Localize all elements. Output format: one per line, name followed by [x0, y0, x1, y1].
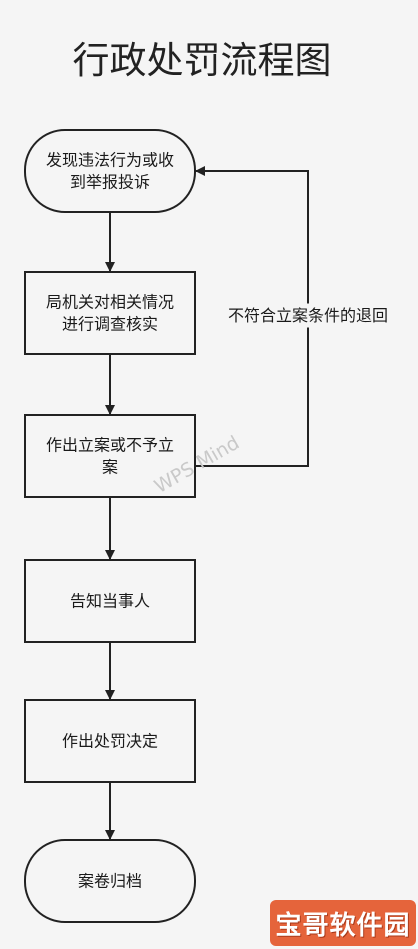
edges-layer: 不符合立案条件的退回	[105, 166, 391, 840]
flow-node-notify: 告知当事人	[24, 559, 196, 643]
flow-node-box	[24, 271, 196, 355]
flow-edge-label: 不符合立案条件的退回	[228, 306, 388, 325]
flow-node-box	[24, 699, 196, 783]
flow-node-label: 局机关对相关情况	[46, 293, 174, 312]
flow-node-label: 到举报投诉	[70, 173, 150, 192]
site-badge-text: 宝哥软件园	[275, 910, 411, 941]
flow-node-label: 进行调查核实	[62, 315, 158, 334]
flow-node-box	[24, 559, 196, 643]
flow-node-box	[24, 414, 196, 498]
flow-node-label: 作出处罚决定	[62, 732, 158, 751]
flow-node-box	[24, 129, 196, 213]
nodes-layer: 发现违法行为或收到举报投诉局机关对相关情况进行调查核实作出立案或不予立案告知当事…	[24, 129, 196, 923]
flow-node-label: 案卷归档	[78, 872, 142, 891]
flow-node-penalty: 作出处罚决定	[24, 699, 196, 783]
diagram-title: 行政处罚流程图	[73, 39, 332, 82]
flow-node-box	[24, 839, 196, 923]
flow-node-label: 作出立案或不予立	[46, 436, 174, 455]
flow-edge-decide-filing-to-receive: 不符合立案条件的退回	[195, 166, 391, 467]
flow-node-label: 发现违法行为或收	[46, 151, 174, 170]
flow-node-label: 案	[102, 458, 118, 477]
flow-edge-label-bg	[225, 303, 391, 328]
site-badge: 宝哥软件园	[270, 900, 416, 946]
flow-node-archive: 案卷归档	[24, 839, 196, 923]
flow-node-label: 告知当事人	[70, 592, 150, 611]
